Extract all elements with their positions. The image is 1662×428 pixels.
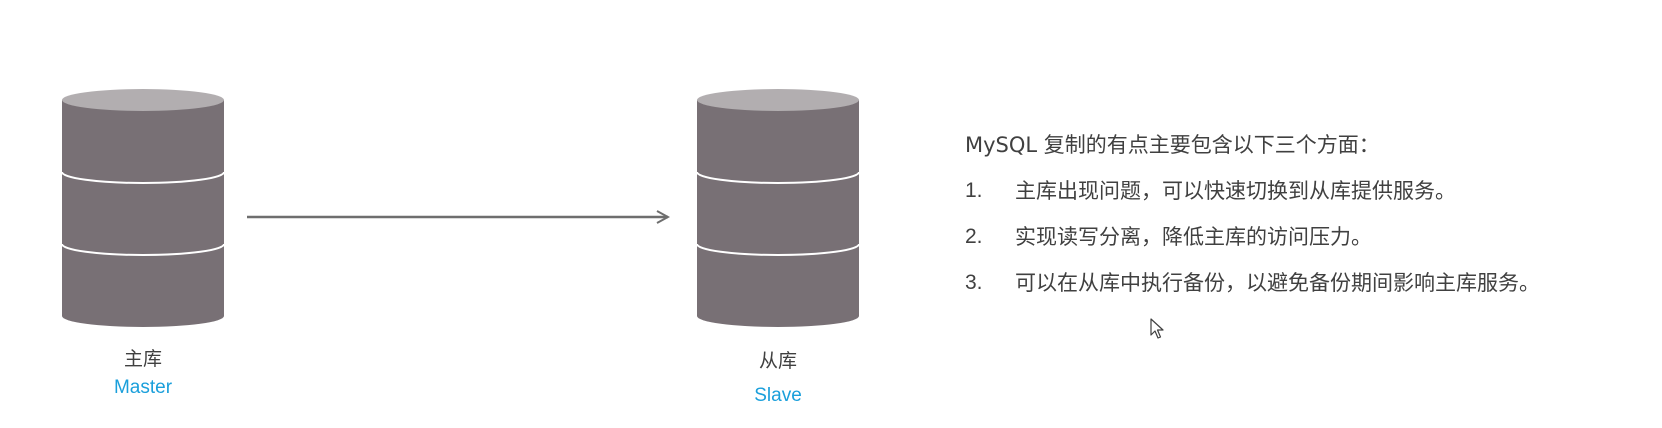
master-database-icon: [61, 89, 225, 327]
list-item-number: 1.: [965, 179, 983, 202]
slave-label: 从库: [758, 350, 797, 372]
slave-label-en: Slave: [754, 385, 802, 406]
panel-heading: MySQL 复制的有点主要包含以下三个方面：: [965, 133, 1380, 157]
list-item-text: 可以在从库中执行备份，以避免备份期间影响主库服务。: [1015, 271, 1540, 295]
slave-database-icon: [696, 89, 860, 327]
master-label: 主库: [123, 348, 162, 370]
list-item: 1. 主库出现问题，可以快速切换到从库提供服务。: [965, 176, 1655, 206]
list-item-text: 实现读写分离，降低主库的访问压力。: [1015, 225, 1372, 249]
advantages-panel: MySQL 复制的有点主要包含以下三个方面： 1. 主库出现问题，可以快速切换到…: [965, 130, 1655, 314]
list-item: 3. 可以在从库中执行备份，以避免备份期间影响主库服务。: [965, 268, 1655, 298]
list-item-number: 2.: [965, 225, 983, 248]
master-label-en: Master: [113, 377, 173, 398]
list-item-text: 主库出现问题，可以快速切换到从库提供服务。: [1015, 179, 1456, 203]
advantages-list: 1. 主库出现问题，可以快速切换到从库提供服务。 2. 实现读写分离，降低主库的…: [965, 176, 1655, 298]
list-item: 2. 实现读写分离，降低主库的访问压力。: [965, 222, 1655, 252]
mouse-pointer-icon: [1150, 318, 1164, 339]
list-item-number: 3.: [965, 271, 983, 294]
